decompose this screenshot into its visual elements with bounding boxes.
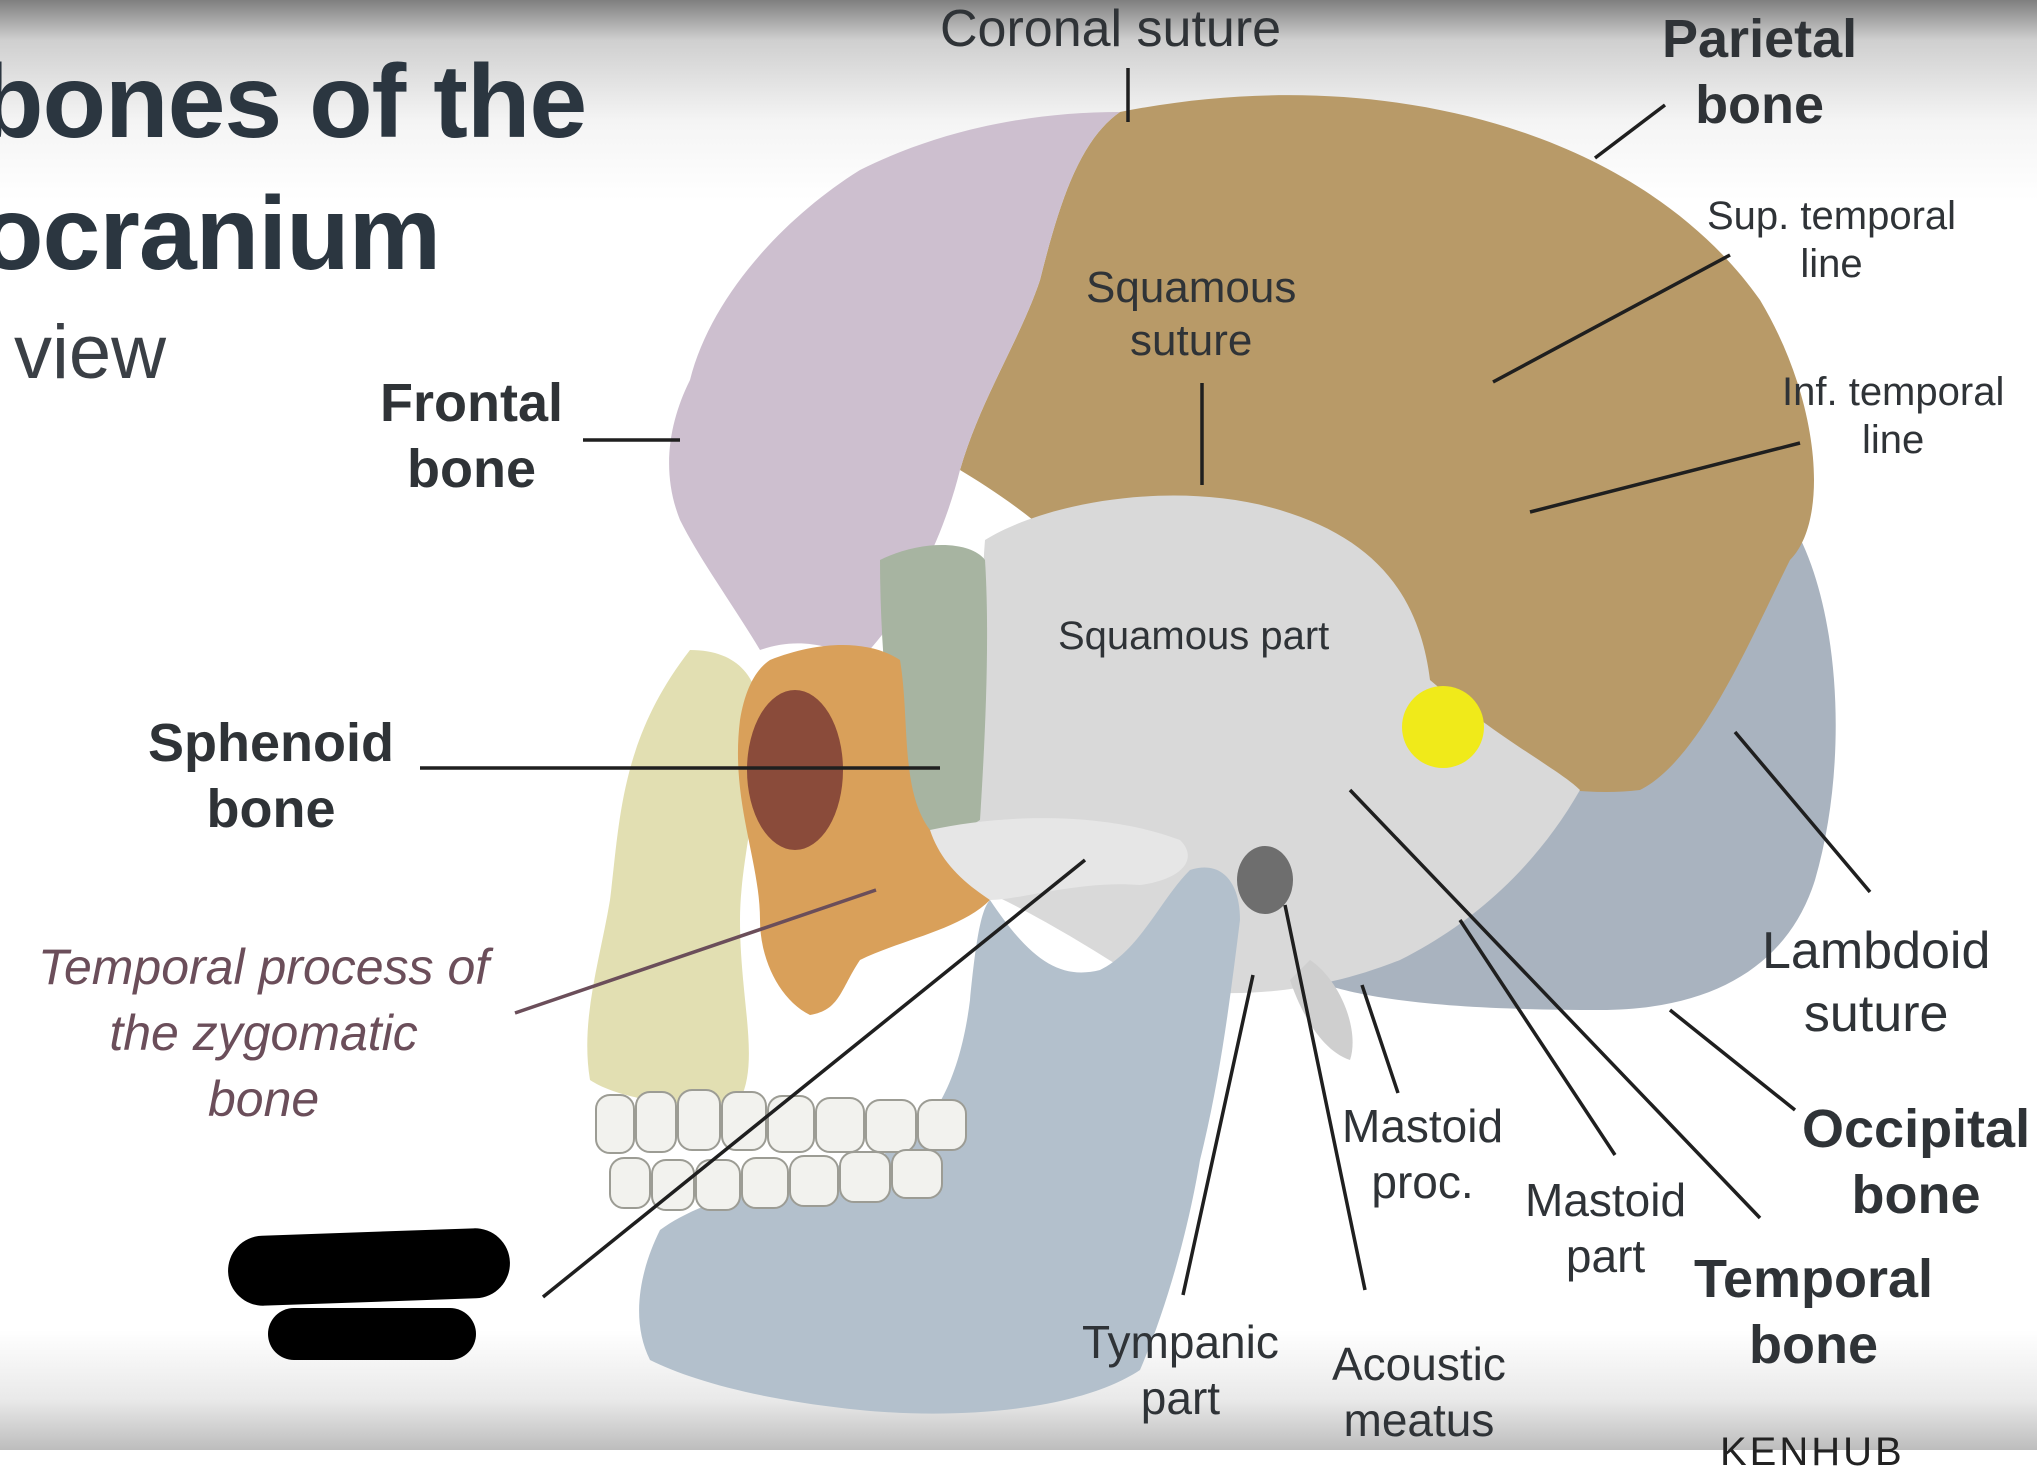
mastoid-process-region xyxy=(1290,960,1353,1060)
page-title-line1: bones of the xyxy=(0,44,587,160)
coronal-suture-label: Coronal suture xyxy=(940,0,1282,58)
redaction-marks-2 xyxy=(268,1308,476,1360)
leader-lines xyxy=(420,68,1872,1299)
orbit-region xyxy=(747,690,843,850)
brand-logo: KENHUB xyxy=(1720,1430,1905,1474)
page-subtitle: view xyxy=(14,310,167,395)
redaction-marks xyxy=(226,1227,512,1307)
highlight-dot xyxy=(1402,686,1484,768)
zygomatic-arch-region xyxy=(930,818,1188,900)
maxilla-region xyxy=(587,650,760,1104)
page-title-line2: ocranium xyxy=(0,176,441,292)
temporal-process-leader xyxy=(514,888,877,1015)
frontal-bone-region xyxy=(669,112,1120,660)
teeth xyxy=(595,1089,967,1211)
squamous-part-label: Squamous part xyxy=(1058,614,1330,658)
acoustic-meatus-region xyxy=(1237,846,1293,914)
